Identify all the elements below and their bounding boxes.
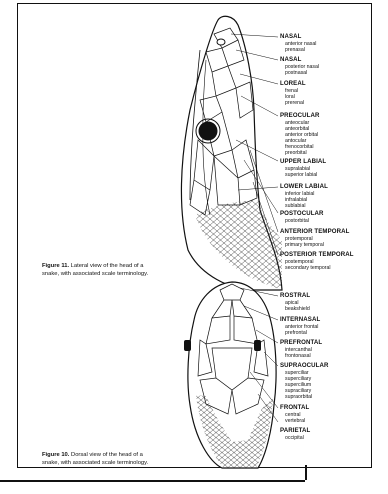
term-synonym: secondary temporal: [285, 265, 331, 271]
lateral-eye: [199, 122, 218, 141]
term-label: POSTERIOR TEMPORAL: [280, 251, 354, 258]
term-synonym: primary temporal: [285, 242, 324, 248]
term-label: LOWER LABIAL: [280, 183, 328, 190]
term-label: PARIETAL: [280, 427, 311, 434]
term-label: UPPER LABIAL: [280, 158, 326, 165]
figure-10-caption: Figure 10. Dorsal view of the head of a …: [42, 452, 149, 466]
caption-text: Dorsal view of the head of a: [69, 452, 143, 458]
term-synonym: superior labial: [285, 172, 317, 178]
term-label: PREOCULAR: [280, 112, 320, 119]
term-synonym: postnasal: [285, 70, 307, 76]
term-label: NASAL: [280, 33, 302, 40]
dorsal-head-drawing: [184, 282, 276, 468]
term-label: SUPRAOCULAR: [280, 362, 329, 369]
term-synonym: prefrontal: [285, 330, 307, 336]
nostril: [217, 39, 225, 45]
term-synonym: sublabial: [285, 203, 305, 209]
term-synonym: frontonasal: [285, 353, 311, 359]
caption-text: Figure 11.: [42, 263, 69, 269]
dorsal-eye-left: [184, 340, 191, 351]
term-label: POSTOCULAR: [280, 210, 324, 217]
term-synonym: supraorbital: [285, 394, 312, 400]
term-label: FRONTAL: [280, 404, 310, 411]
caption-text: snake, with associated scale terminology…: [42, 271, 149, 277]
svg-text:Figure 10. Dorsal view of the: Figure 10. Dorsal view of the head of a: [42, 452, 144, 458]
dorsal-eye-right: [254, 340, 261, 351]
lateral-labels: NASAL anterior nasal prenasal NASAL post…: [280, 33, 354, 271]
term-synonym: preorbital: [285, 150, 307, 156]
caption-text: Lateral view of the head of a: [69, 263, 144, 269]
term-synonym: occipital: [285, 435, 304, 441]
svg-text:Figure 11. Lateral view of the: Figure 11. Lateral view of the head of a: [42, 263, 144, 269]
figure-11-caption: Figure 11. Lateral view of the head of a…: [42, 263, 149, 277]
term-label: ROSTRAL: [280, 292, 310, 299]
term-label: NASAL: [280, 56, 302, 63]
term-label: LOREAL: [280, 80, 306, 87]
term-synonym: postorbital: [285, 218, 309, 224]
term-synonym: prenasal: [285, 47, 305, 53]
term-synonym: vertebral: [285, 418, 305, 424]
term-synonym: beakshield: [285, 306, 310, 312]
term-synonym: prerenal: [285, 100, 304, 106]
term-label: PREFRONTAL: [280, 339, 322, 346]
dorsal-labels: ROSTRAL apical beakshield INTERNASAL ant…: [280, 292, 329, 441]
term-label: INTERNASAL: [280, 316, 320, 323]
term-label: ANTERIOR TEMPORAL: [280, 228, 350, 235]
caption-text: Figure 10.: [42, 452, 70, 458]
caption-text: snake, with associated scale terminology…: [42, 460, 149, 466]
